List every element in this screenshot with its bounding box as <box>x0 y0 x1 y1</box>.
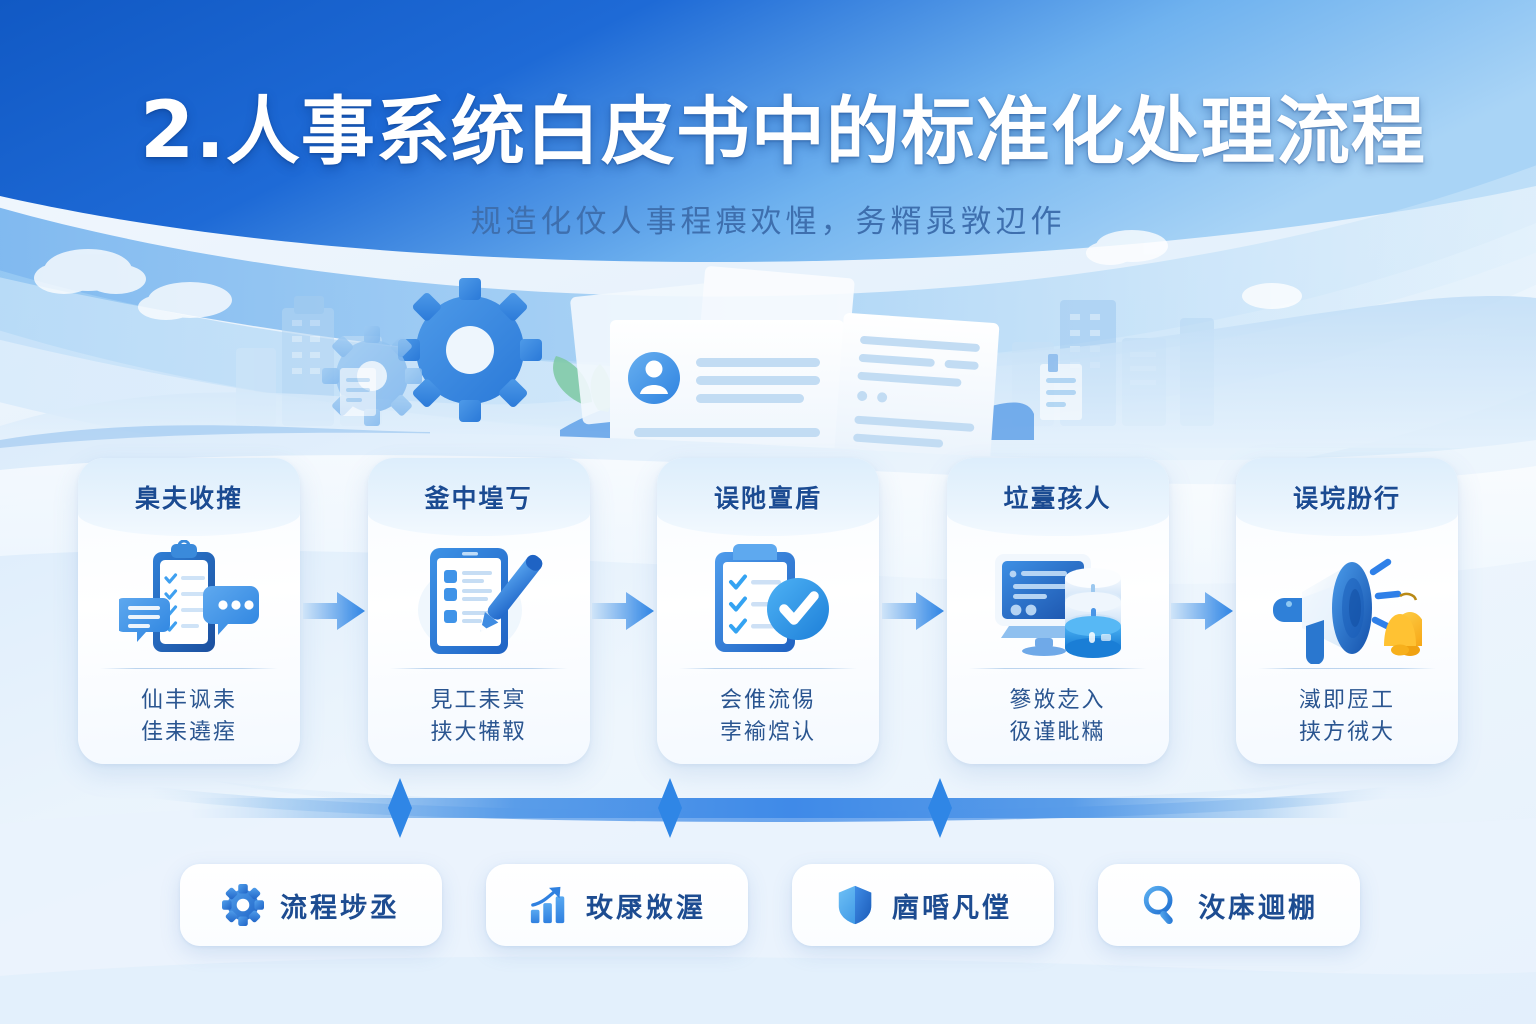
flow-step-3-desc-line2: 孛褕熍认 <box>719 719 816 745</box>
page-subtitle: 规造化伩人事程㾯欢惺，务糈晁敩辺作 <box>470 204 1066 240</box>
gear-icon <box>222 884 264 926</box>
badge-efficiency[interactable]: 玫㞗敚渥 <box>486 864 748 946</box>
flow-step-2-desc-line2: 挟大犕靫 <box>430 719 527 745</box>
badge-efficiency-label: 玫㞗敚渥 <box>586 892 706 924</box>
arrow-right-icon <box>1171 592 1234 630</box>
megaphone-bell-icon <box>1236 536 1458 668</box>
flow-step-5-desc-line1: 㵄即㞐工 <box>1298 688 1395 713</box>
flow-step-5-header: 误垸朌行 <box>1236 458 1458 536</box>
flow-step-3[interactable]: 误阤亶盾 <box>657 458 879 764</box>
badge-security[interactable]: 庮㖧凡㑽 <box>792 864 1054 946</box>
flow-step-2-divider <box>389 668 568 669</box>
flow-step-4-title: 垃臺孩人 <box>1003 484 1112 513</box>
flow-step-1-title: 臬夫收搉 <box>134 484 243 513</box>
arrow-right-icon <box>881 592 944 630</box>
feature-badges: 流程埗丞 玫㞗敚渥 <box>180 862 1360 948</box>
flow-step-1[interactable]: 臬夫收搉 <box>78 458 300 764</box>
flow-step-5-title: 误垸朌行 <box>1292 484 1401 513</box>
arrow-right-icon <box>302 592 365 630</box>
flow-step-3-title: 误阤亶盾 <box>713 484 822 513</box>
flow-step-2-description: 見工耒㝠 挟大犕靫 <box>368 669 590 749</box>
flow-connector-3 <box>879 458 947 764</box>
flow-step-3-description: 会倠流㑥 孛褕熍认 <box>657 669 879 749</box>
process-flow: 臬夫收搉 <box>78 458 1458 764</box>
shield-icon <box>838 885 872 925</box>
flow-step-3-header: 误阤亶盾 <box>657 458 879 536</box>
monitor-database-icon <box>947 536 1169 668</box>
flow-step-1-desc-line2: 佳耒遶痓 <box>140 719 237 745</box>
flow-step-2-desc-line1: 見工耒㝠 <box>430 688 527 713</box>
badge-process-standard[interactable]: 流程埗丞 <box>180 864 442 946</box>
page-title: 2.人事系统白皮书中的标准化处理流程 <box>140 72 1426 179</box>
diamond-marker-icon <box>388 778 952 838</box>
flow-step-4-description: 篸敚赱入 彶谨䀝䊟 <box>947 669 1169 749</box>
flow-step-4[interactable]: 垃臺孩人 <box>946 458 1169 764</box>
bar-chart-icon <box>530 886 565 924</box>
search-icon <box>1143 885 1173 925</box>
badge-traceability-label: 㳊㡷逥棚 <box>1198 892 1318 924</box>
flow-step-1-description: 仙丰讽耒 佳耒遶痓 <box>78 669 300 749</box>
flow-step-5-desc-line2: 挟方㣝大 <box>1298 719 1395 745</box>
badge-security-label: 庮㖧凡㑽 <box>892 892 1012 924</box>
flow-step-1-desc-line1: 仙丰讽耒 <box>140 688 237 713</box>
flow-step-5-divider <box>1258 668 1436 669</box>
flow-step-5[interactable]: 误垸朌行 <box>1236 458 1458 764</box>
flow-step-1-header: 臬夫收搉 <box>78 458 300 536</box>
clipboard-chat-icon <box>78 536 300 668</box>
flow-step-2-header: 釜中堭丂 <box>367 458 590 536</box>
flow-step-2-title: 釜中堭丂 <box>424 484 533 513</box>
tablet-pen-icon <box>368 536 590 668</box>
flow-step-4-desc-line1: 篸敚赱入 <box>1009 688 1106 713</box>
flow-step-3-divider <box>679 668 857 669</box>
flow-step-4-divider <box>968 668 1147 669</box>
flow-connector-1 <box>300 458 368 764</box>
flow-step-4-desc-line2: 彶谨䀝䊟 <box>1009 719 1106 745</box>
flow-step-2[interactable]: 釜中堭丂 <box>367 458 590 764</box>
checklist-check-icon <box>657 536 879 668</box>
progress-band <box>150 778 1390 838</box>
flow-connector-4 <box>1169 458 1237 764</box>
arrow-right-icon <box>592 592 655 630</box>
title-number: 2. <box>140 86 226 176</box>
flow-step-5-description: 㵄即㞐工 挟方㣝大 <box>1236 669 1458 749</box>
badge-traceability[interactable]: 㳊㡷逥棚 <box>1098 864 1360 946</box>
flow-step-1-divider <box>100 668 278 669</box>
flow-step-3-desc-line1: 会倠流㑥 <box>719 688 816 713</box>
badge-process-standard-label: 流程埗丞 <box>280 892 400 924</box>
flow-step-4-header: 垃臺孩人 <box>946 458 1169 536</box>
title-text: 人事系统白皮书中的标准化处理流程 <box>225 89 1426 175</box>
flow-connector-2 <box>590 458 658 764</box>
